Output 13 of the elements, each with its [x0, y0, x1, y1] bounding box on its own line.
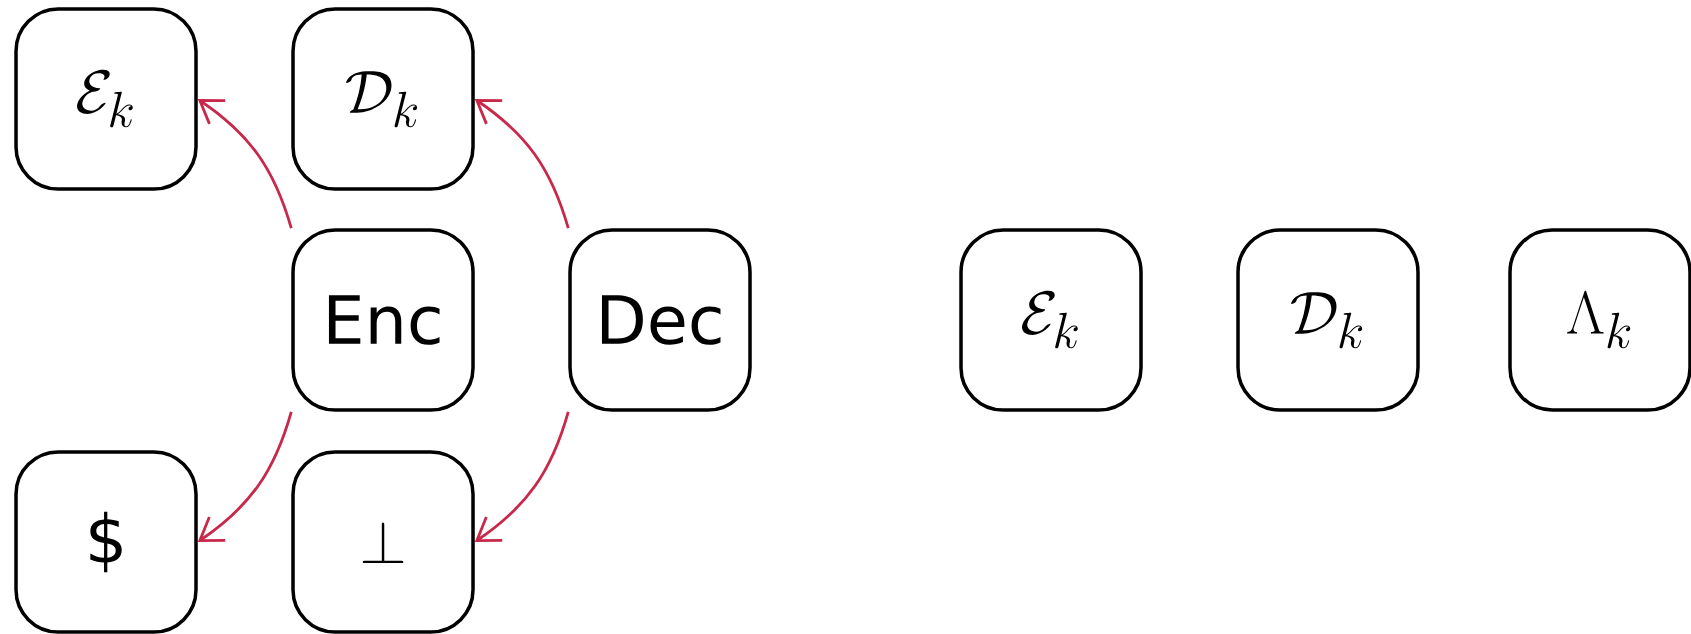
arrow	[197, 411, 293, 542]
symbol-box: $\mathcal{D}_k$	[1236, 228, 1420, 412]
arrow	[474, 99, 570, 229]
arrow	[197, 99, 293, 229]
symbol-box: $\mathcal{E}_k$	[14, 7, 198, 191]
symbol-box: Enc	[291, 228, 475, 412]
symbol-box: Dec	[568, 228, 752, 412]
symbol-box: $\Lambda_k$	[1508, 228, 1691, 412]
symbol-box: $\mathcal{D}_k$	[291, 7, 475, 191]
symbol-box: $\perp$	[291, 450, 475, 634]
symbol-box: $	[14, 450, 198, 634]
symbol-box: $\mathcal{E}_k$	[959, 228, 1143, 412]
arrow	[474, 411, 570, 542]
